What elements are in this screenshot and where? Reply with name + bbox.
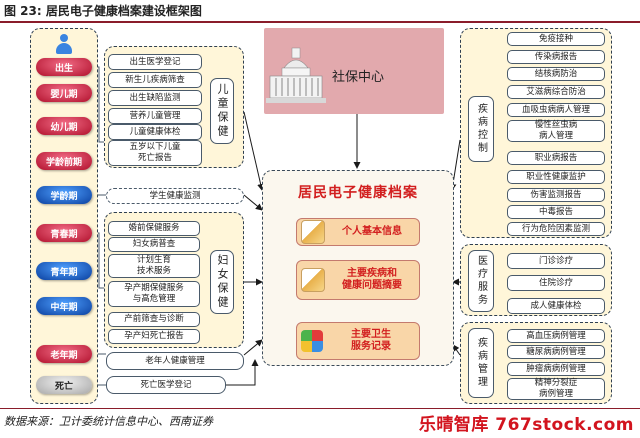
pencil-note-icon bbox=[301, 220, 325, 244]
life-stage-6: 青年期 bbox=[36, 262, 92, 280]
disease-management-item: 糖尿病病例管理 bbox=[507, 345, 605, 359]
person-icon bbox=[56, 34, 72, 54]
life-stage-7: 中年期 bbox=[36, 297, 92, 315]
women-health-item: 产前筛查与诊断 bbox=[108, 312, 200, 327]
disease-control-item: 职业性健康监护 bbox=[507, 170, 605, 184]
data-source: 数据来源：卫计委统计信息中心、西南证券 bbox=[4, 415, 213, 428]
social-center-label: 社保中心 bbox=[332, 70, 385, 85]
child-health-item: 五岁以下儿童 死亡报告 bbox=[108, 140, 202, 166]
child-health-item: 出生医学登记 bbox=[108, 54, 202, 70]
disease-control-item: 免疫接种 bbox=[507, 32, 605, 46]
core-item-text: 主要卫生 服务记录 bbox=[351, 328, 391, 353]
health-record-title: 居民电子健康档案 bbox=[298, 185, 418, 201]
disease-control-item: 慢性丝虫病 病人管理 bbox=[507, 120, 605, 142]
life-stage-3: 学龄前期 bbox=[36, 152, 92, 170]
life-stage-1: 婴儿期 bbox=[36, 84, 92, 102]
child-health-item: 出生缺陷监测 bbox=[108, 90, 202, 106]
title-rule bbox=[0, 21, 640, 23]
disease-control-label: 疾病控制 bbox=[468, 96, 494, 162]
life-stage-0: 出生 bbox=[36, 58, 92, 76]
disease-management-item: 高血压病例管理 bbox=[507, 329, 605, 343]
life-stage-8: 老年期 bbox=[36, 345, 92, 363]
women-health-item: 孕产期保健服务 与高危管理 bbox=[108, 281, 200, 307]
student-health-monitoring: 学生健康监测 bbox=[106, 188, 244, 204]
medical-service-label-text: 医疗服务 bbox=[475, 255, 487, 307]
women-health-item: 婚前保健服务 bbox=[108, 221, 200, 236]
disease-management-item: 肿瘤病病例管理 bbox=[507, 362, 605, 376]
women-health-label-text: 妇女保健 bbox=[216, 254, 229, 310]
core-item-text: 主要疾病和 健康问题摘要 bbox=[342, 267, 402, 292]
disease-control-item: 行为危险因素监测 bbox=[507, 222, 605, 236]
core-item-service-records: 主要卫生 服务记录 bbox=[296, 322, 420, 360]
disease-management-label-text: 疾病管理 bbox=[475, 337, 487, 389]
footer-rule bbox=[0, 408, 640, 409]
elderly-health-management: 老年人健康管理 bbox=[106, 352, 244, 370]
women-health-item: 计划生育 技术服务 bbox=[108, 254, 200, 278]
life-stage-2: 幼儿期 bbox=[36, 117, 92, 135]
child-health-item: 营养儿童管理 bbox=[108, 108, 202, 124]
disease-control-item: 伤害监测报告 bbox=[507, 188, 605, 202]
disease-control-item: 血吸虫病病人管理 bbox=[507, 103, 605, 117]
disease-control-label-text: 疾病控制 bbox=[475, 103, 487, 155]
disease-control-item: 传染病报告 bbox=[507, 50, 605, 64]
medical-service-item: 住院诊疗 bbox=[507, 275, 605, 291]
life-stage-9: 死亡 bbox=[36, 376, 92, 394]
child-health-item: 儿童健康体检 bbox=[108, 124, 202, 140]
core-item-personal-info: 个人基本信息 bbox=[296, 218, 420, 246]
medical-service-item: 成人健康体检 bbox=[507, 298, 605, 314]
disease-management-label: 疾病管理 bbox=[468, 328, 494, 398]
watermark: 乐晴智库 767stock.com bbox=[418, 415, 634, 435]
medical-service-item: 门诊诊疗 bbox=[507, 253, 605, 269]
capitol-building-icon bbox=[266, 46, 326, 106]
figure-title: 图 23: 居民电子健康档案建设框架图 bbox=[4, 4, 202, 18]
pencil-note-icon bbox=[301, 268, 325, 292]
disease-control-item: 中毒报告 bbox=[507, 205, 605, 219]
core-item-text: 个人基本信息 bbox=[342, 225, 402, 237]
child-health-label-text: 儿童保健 bbox=[216, 83, 229, 139]
disease-control-item: 结核病防治 bbox=[507, 67, 605, 81]
life-stage-5: 青春期 bbox=[36, 224, 92, 242]
women-health-item: 孕产妇死亡报告 bbox=[108, 329, 200, 344]
women-health-item: 妇女病普查 bbox=[108, 237, 200, 252]
core-item-disease-summary: 主要疾病和 健康问题摘要 bbox=[296, 260, 420, 300]
disease-control-item: 艾滋病综合防治 bbox=[507, 85, 605, 99]
colored-blocks-icon bbox=[301, 330, 323, 352]
life-stage-4: 学龄期 bbox=[36, 186, 92, 204]
death-medical-registration: 死亡医学登记 bbox=[106, 376, 226, 394]
disease-control-item: 职业病报告 bbox=[507, 151, 605, 165]
women-health-label: 妇女保健 bbox=[210, 250, 234, 314]
medical-service-label: 医疗服务 bbox=[468, 250, 494, 312]
child-health-item: 新生儿疾病筛查 bbox=[108, 72, 202, 88]
disease-management-item: 精神分裂症 病例管理 bbox=[507, 378, 605, 400]
child-health-label: 儿童保健 bbox=[210, 78, 234, 144]
